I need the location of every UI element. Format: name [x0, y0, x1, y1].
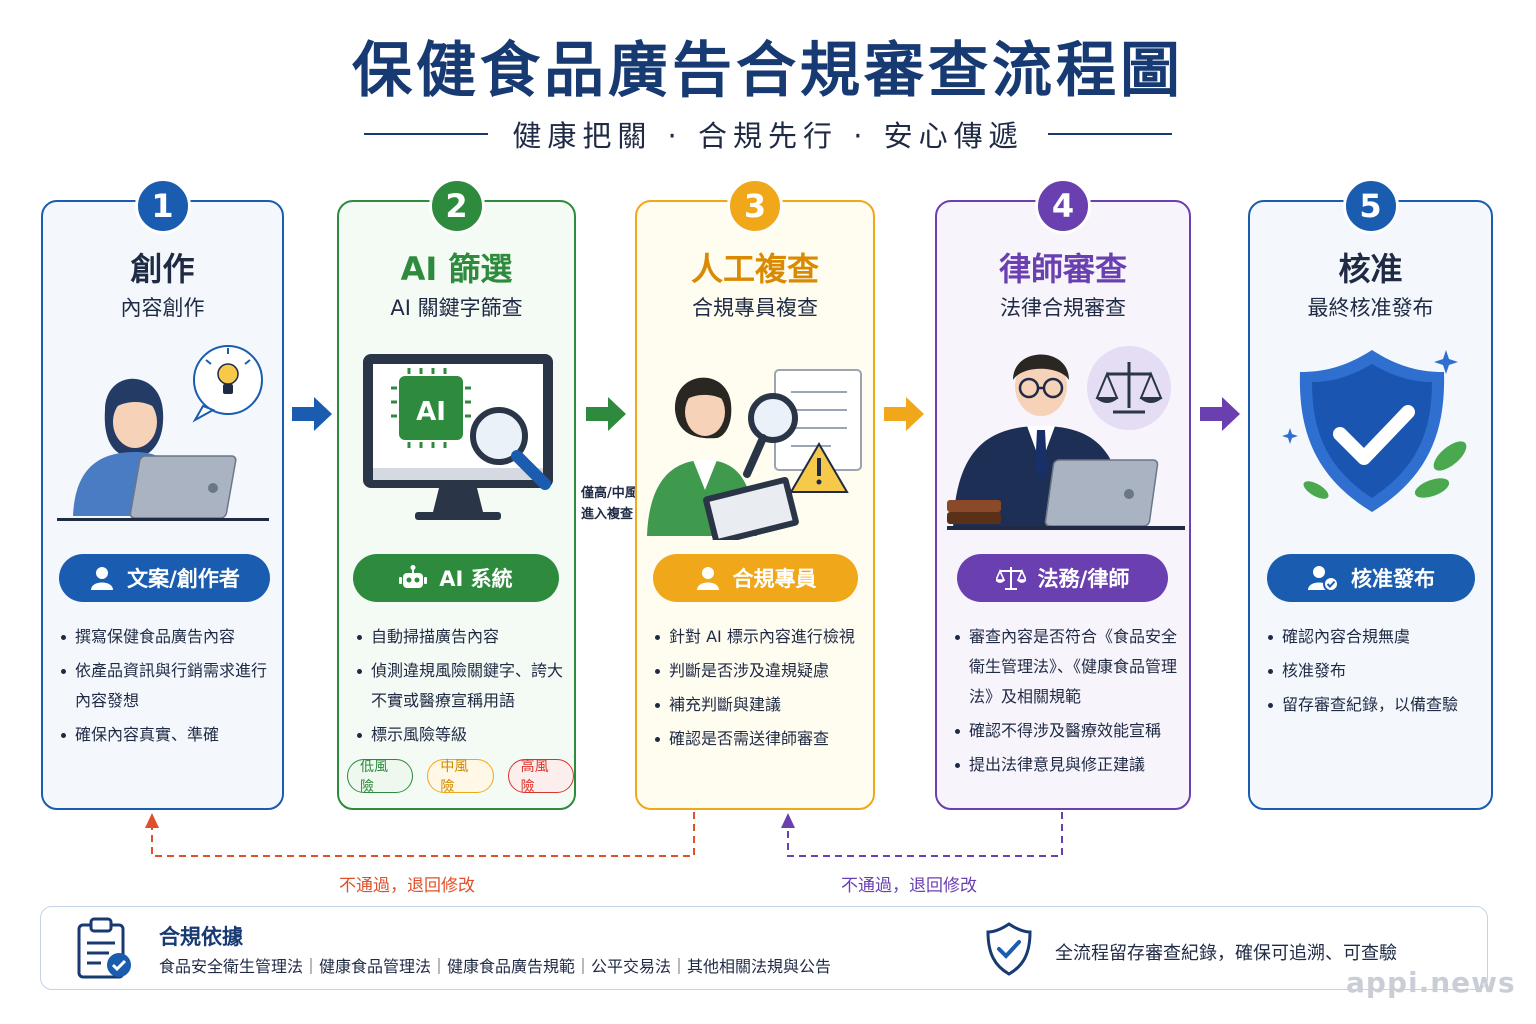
subtitle-row: 健康把關 · 合規先行 · 安心傳遞	[0, 112, 1536, 156]
risk-tag-low: 低風險	[347, 759, 414, 795]
list-item: 留存審查紀錄，以備查驗	[1264, 690, 1485, 720]
role-pill-approval: 核准發布	[1267, 554, 1475, 602]
robot-icon	[399, 565, 428, 588]
step-bullet-list: 審查內容是否符合《食品安全衛生管理法》、《健康食品管理法》及相關規範 確認不得涉…	[951, 622, 1185, 784]
user-icon	[91, 567, 114, 590]
arrow-right-icon	[292, 397, 332, 431]
subtitle-divider-left	[364, 133, 489, 135]
monitor-ai-chip-magnifier-icon: AI	[363, 354, 553, 520]
compliance-basis-box: 合規依據 食品安全衛生管理法｜健康食品管理法｜健康食品廣告規範｜公平交易法｜其他…	[40, 906, 1488, 990]
list-item: 偵測違規風險關鍵字、誇大不實或醫療宣稱用語	[353, 656, 568, 716]
step-number-badge: 3	[727, 178, 783, 234]
user-icon	[696, 567, 719, 590]
step-title: 律師審查	[998, 250, 1127, 288]
watermark: appi.news	[1346, 966, 1516, 999]
step-subtitle: 法律合規審查	[1000, 296, 1126, 320]
step-card-manual-review: 3 人工複查 合規專員複查 合規專員 針對 AI 標示內容進行檢視 判斷是否涉及…	[635, 178, 875, 810]
basis-law-list: 食品安全衛生管理法｜健康食品管理法｜健康食品廣告規範｜公平交易法｜其他相關法規與…	[159, 957, 832, 976]
step-subtitle: 內容創作	[120, 296, 205, 320]
arrow-right-icon	[1200, 397, 1240, 431]
step-card-create: 1 創作 內容創作 文案/創作者 撰寫保健食品廣告內容 依產品資訊與行銷需求進行…	[41, 178, 284, 810]
scales-icon	[995, 567, 1026, 590]
step-title: 核准	[1338, 250, 1403, 288]
svg-text:AI: AI	[416, 397, 446, 427]
role-label: 合規專員	[732, 567, 817, 591]
step-title: 創作	[130, 250, 195, 288]
woman-magnifier-checklist-warning-icon	[647, 369, 862, 540]
role-pill-legal: 法務/律師	[957, 554, 1168, 602]
page-title: 保健食品廣告合規審查流程圖	[352, 36, 1184, 106]
list-item: 補充判斷與建議	[651, 690, 867, 720]
list-item: 提出法律意見與修正建議	[951, 750, 1185, 780]
user-check-icon	[1308, 566, 1339, 592]
step-number-badge: 2	[428, 178, 485, 234]
risk-level-row: 低風險 中風險 高風險	[347, 759, 574, 795]
arrow-right-icon	[586, 397, 626, 431]
list-item: 判斷是否涉及違規疑慮	[651, 656, 867, 686]
woman-laptop-lightbulb-icon	[57, 345, 269, 521]
list-item: 撰寫保健食品廣告內容	[57, 622, 276, 652]
step-bullet-list: 自動掃描廣告內容 偵測違規風險關鍵字、誇大不實或醫療宣稱用語 標示風險等級	[353, 622, 568, 754]
side-note-risk-filter: 僅高/中風險進入複查	[581, 486, 651, 522]
shield-check-icon	[986, 922, 1032, 976]
reject-loop-step3-to-step1	[151, 812, 695, 857]
step-number-badge: 4	[1035, 178, 1091, 234]
clipboard-check-icon	[77, 917, 131, 979]
list-item: 確認是否需送律師審查	[651, 724, 867, 754]
step-card-legal-review: 4 律師審查 法律合規審查 法務/律師 審查內容是否符合《食品安全衛生管理法》、…	[935, 178, 1191, 810]
record-retention-note: 全流程留存審查紀錄，確保可追溯、可查驗	[1055, 943, 1397, 964]
role-pill-copywriter: 文案/創作者	[59, 554, 270, 602]
role-pill-ai-system: AI 系統	[353, 554, 559, 602]
list-item: 針對 AI 標示內容進行檢視	[651, 622, 867, 652]
step-bullet-list: 撰寫保健食品廣告內容 依產品資訊與行銷需求進行內容發想 確保內容真實、準確	[57, 622, 276, 754]
subtitle-divider-right	[1047, 133, 1172, 135]
list-item: 審查內容是否符合《食品安全衛生管理法》、《健康食品管理法》及相關規範	[951, 622, 1185, 712]
role-label: 法務/律師	[1037, 567, 1130, 591]
role-label: 文案/創作者	[127, 567, 240, 591]
reject-loop-step4-to-step3	[787, 812, 1063, 857]
list-item: 確認不得涉及醫療效能宣稱	[951, 716, 1185, 746]
step-subtitle: AI 關鍵字篩查	[390, 296, 523, 320]
role-pill-compliance-officer: 合規專員	[653, 554, 858, 602]
role-label: AI 系統	[439, 567, 513, 591]
step-subtitle: 最終核准發布	[1307, 296, 1434, 320]
step-subtitle: 合規專員複查	[692, 296, 818, 320]
step-title: 人工複查	[690, 250, 819, 288]
list-item: 依產品資訊與行銷需求進行內容發想	[57, 656, 276, 716]
step-title: AI 篩選	[400, 250, 513, 288]
reject-label-purple: 不通過，退回修改	[841, 876, 977, 896]
basis-title: 合規依據	[159, 925, 243, 949]
step-card-approval: 5 核准 最終核准發布 核准發布 確認內容合規無虞 核准發布 留存審查紀錄，以備…	[1248, 178, 1493, 810]
risk-tag-high: 高風險	[507, 759, 574, 795]
list-item: 自動掃描廣告內容	[353, 622, 568, 652]
lawyer-laptop-scales-icon	[947, 346, 1185, 530]
list-item: 確保內容真實、準確	[57, 720, 276, 750]
step-number-badge: 1	[134, 178, 191, 234]
list-item: 標示風險等級	[353, 720, 568, 750]
arrow-up-icon	[145, 813, 159, 828]
step-card-ai-screening: 2 AI 篩選 AI 關鍵字篩查 AI AI 系統 自動掃描廣告內容 偵測違規風…	[337, 178, 576, 810]
step-bullet-list: 確認內容合規無虞 核准發布 留存審查紀錄，以備查驗	[1264, 622, 1485, 724]
arrow-up-icon	[781, 813, 795, 828]
role-label: 核准發布	[1351, 567, 1435, 591]
list-item: 確認內容合規無虞	[1264, 622, 1485, 652]
risk-tag-medium: 中風險	[427, 759, 494, 795]
step-number-badge: 5	[1342, 178, 1399, 234]
step-bullet-list: 針對 AI 標示內容進行檢視 判斷是否涉及違規疑慮 補充判斷與建議 確認是否需送…	[651, 622, 867, 758]
reject-label-red: 不通過，退回修改	[339, 876, 475, 896]
list-item: 核准發布	[1264, 656, 1485, 686]
arrow-right-icon	[884, 397, 924, 431]
page-subtitle: 健康把關 · 合規先行 · 安心傳遞	[512, 119, 1024, 153]
shield-check-icon	[1282, 350, 1467, 512]
